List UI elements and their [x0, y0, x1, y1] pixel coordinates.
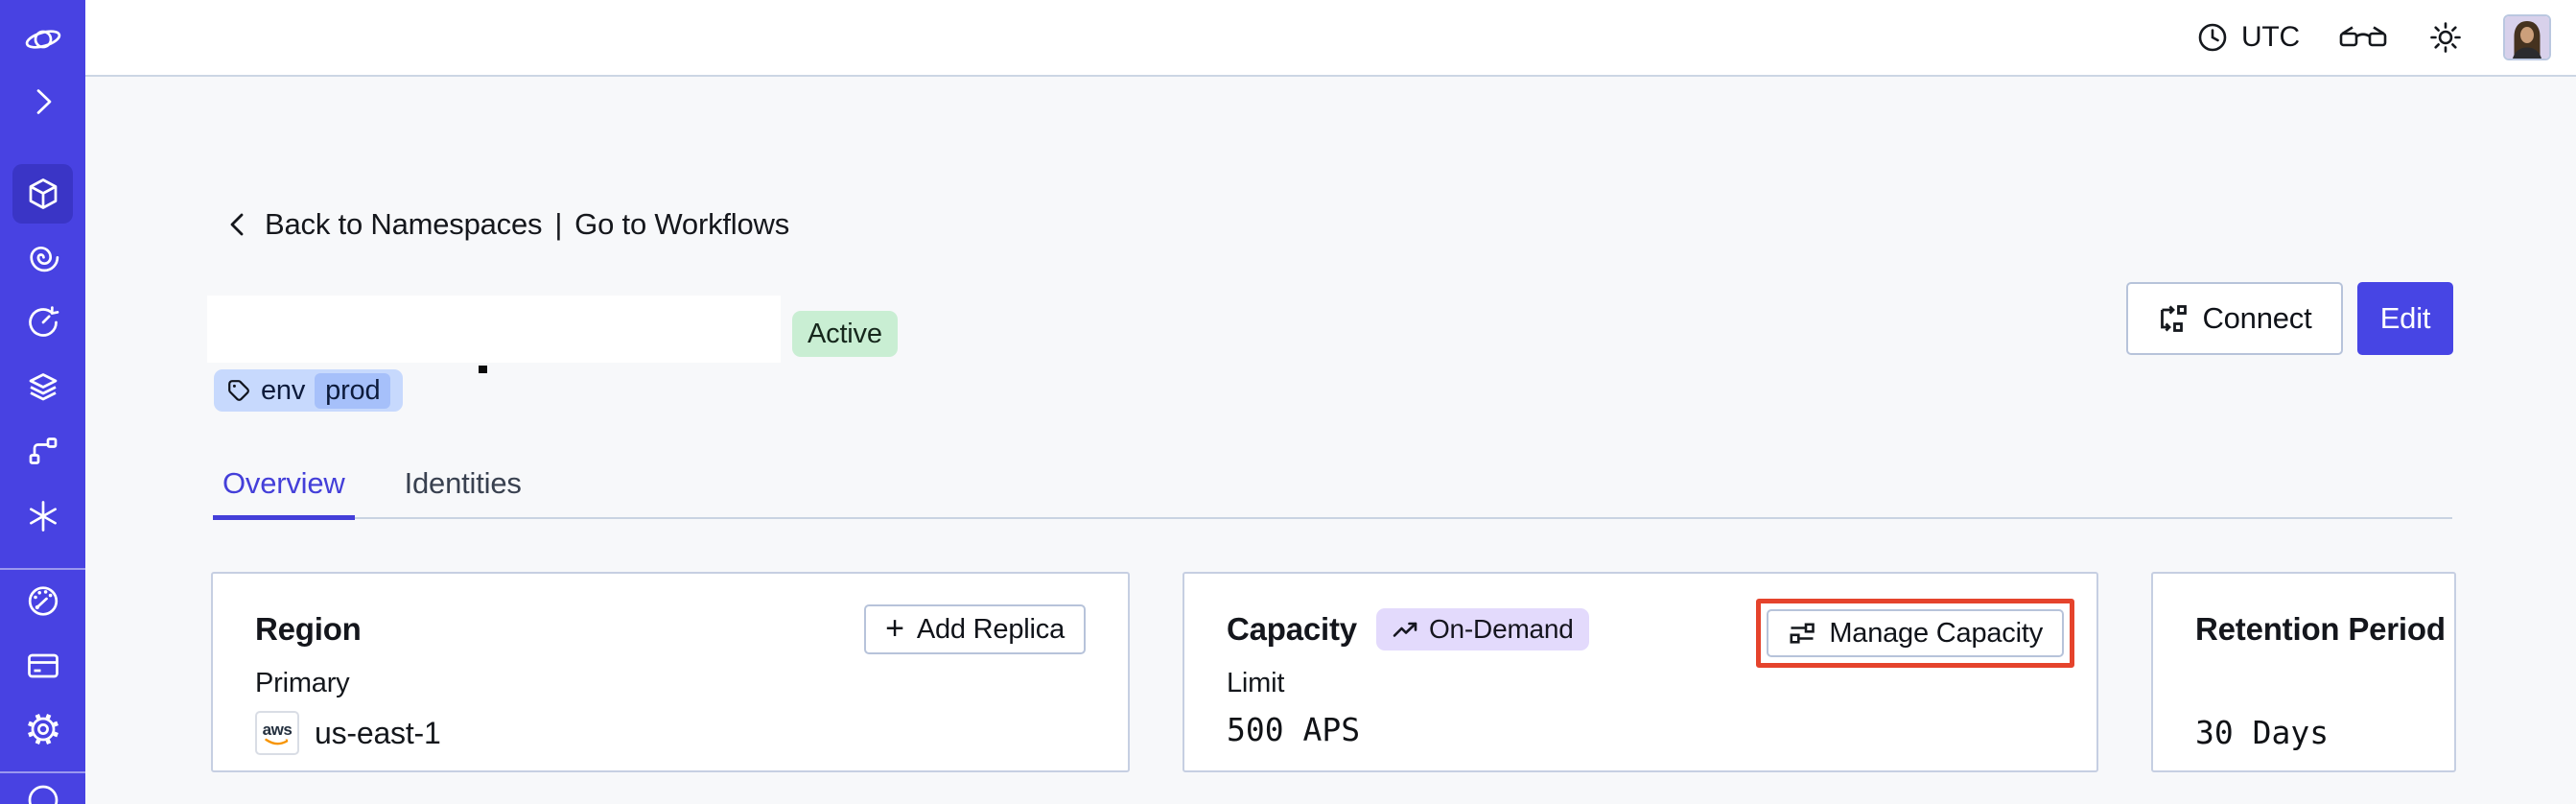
retention-card: Retention Period 30 Days	[2151, 572, 2456, 772]
support-circle-icon	[28, 785, 58, 804]
redacted-text-artifact	[479, 366, 487, 373]
primary-label: Primary	[255, 668, 350, 698]
capacity-limit-value: 500 APS	[1227, 711, 1361, 748]
user-avatar[interactable]	[2503, 14, 2551, 60]
expand-sidebar-icon[interactable]	[0, 79, 85, 125]
plus-icon: +	[885, 609, 904, 647]
namespace-title-redacted	[207, 296, 781, 363]
tag-value: prod	[315, 372, 391, 409]
trend-up-icon	[1393, 622, 1417, 637]
sidebar-item-usage[interactable]	[0, 578, 85, 624]
manage-capacity-label: Manage Capacity	[1829, 617, 2043, 649]
usage-gauge-icon	[28, 586, 58, 616]
sidebar-item-support[interactable]	[0, 783, 85, 804]
aws-logo-text: aws	[262, 721, 293, 739]
sidebar-divider	[0, 771, 85, 773]
batch-pipeline-icon	[29, 437, 57, 464]
temporal-logo-icon[interactable]	[0, 17, 85, 63]
topbar: UTC	[85, 0, 2576, 77]
add-replica-button[interactable]: + Add Replica	[864, 604, 1086, 654]
aws-provider-icon: aws	[255, 711, 299, 755]
add-replica-label: Add Replica	[916, 613, 1065, 645]
billing-card-icon	[27, 653, 59, 678]
back-to-namespaces-link[interactable]: Back to Namespaces	[265, 207, 543, 241]
link-separator: |	[554, 207, 563, 241]
deployments-layers-icon	[29, 373, 57, 401]
sidebar-item-batch-operations[interactable]	[0, 428, 85, 474]
limit-label: Limit	[1227, 668, 1285, 698]
aws-smile-arc	[265, 738, 289, 745]
status-badge: Active	[792, 311, 898, 357]
region-card: Region + Add Replica Primary aws us-east…	[211, 572, 1130, 772]
settings-gear-icon	[27, 714, 59, 745]
sliders-icon	[1790, 623, 1815, 644]
chevron-left-icon[interactable]	[223, 210, 252, 239]
sidebar-divider	[0, 568, 85, 570]
sidebar-item-deployments[interactable]	[0, 365, 85, 411]
reader-mode-button[interactable]	[2338, 21, 2388, 54]
connect-flow-icon	[2161, 305, 2188, 332]
avatar-portrait	[2505, 16, 2549, 59]
sidebar-item-billing[interactable]	[0, 643, 85, 689]
theme-toggle-button[interactable]	[2426, 18, 2465, 57]
schedules-clock-icon	[28, 306, 59, 337]
sidebar-item-namespaces[interactable]	[12, 164, 73, 224]
nexus-asterisk-icon	[29, 501, 57, 532]
sidebar-item-schedules[interactable]	[0, 299, 85, 345]
region-value: us-east-1	[315, 715, 441, 750]
retention-card-title: Retention Period	[2195, 611, 2446, 647]
on-demand-label: On-Demand	[1428, 614, 1574, 644]
sidebar-item-nexus[interactable]	[0, 493, 85, 539]
timezone-label: UTC	[2240, 21, 2300, 53]
namespace-tag-chip: env prod	[214, 369, 404, 412]
capacity-card: Capacity On-Demand Manage Capacity Limit…	[1183, 572, 2098, 772]
sidebar-item-settings[interactable]	[0, 706, 85, 752]
go-to-workflows-link[interactable]: Go to Workflows	[574, 207, 789, 241]
sidebar-item-workflows[interactable]	[0, 234, 85, 280]
tab-identities[interactable]: Identities	[404, 466, 522, 500]
tag-icon	[228, 380, 249, 401]
annotation-highlight-box: Manage Capacity	[1756, 599, 2074, 668]
clock-icon	[2198, 23, 2227, 52]
retention-value: 30 Days	[2195, 714, 2330, 751]
timezone-selector[interactable]: UTC	[2196, 21, 2300, 54]
connect-button[interactable]: Connect	[2126, 282, 2343, 355]
on-demand-badge: On-Demand	[1375, 608, 1589, 650]
workflows-spiral-icon	[29, 246, 59, 272]
manage-capacity-button[interactable]: Manage Capacity	[1767, 609, 2064, 657]
capacity-card-title: Capacity	[1227, 611, 1357, 647]
sidebar-nav	[0, 0, 85, 804]
region-card-title: Region	[255, 611, 362, 647]
edit-label: Edit	[2379, 301, 2431, 335]
tag-key: env	[261, 374, 306, 406]
edit-button[interactable]: Edit	[2357, 282, 2453, 355]
connect-label: Connect	[2202, 301, 2312, 335]
sun-icon	[2430, 22, 2461, 53]
namespaces-cube-icon	[29, 178, 57, 209]
tab-overview[interactable]: Overview	[213, 466, 355, 520]
namespace-tabs: Overview Identities	[213, 466, 2452, 520]
glasses-icon	[2339, 26, 2387, 47]
breadcrumb: Back to Namespaces | Go to Workflows	[223, 203, 789, 246]
